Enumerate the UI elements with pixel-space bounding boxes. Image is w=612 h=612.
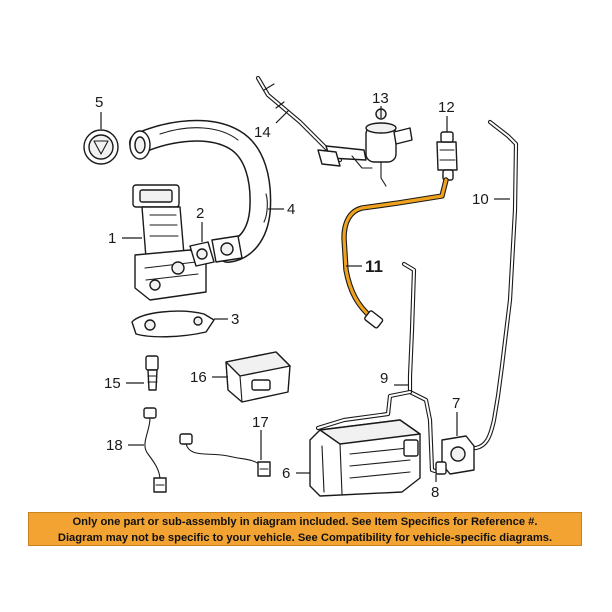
callout-12: 12 [438, 99, 455, 116]
disclaimer-line-2: Diagram may not be specific to your vehi… [57, 532, 553, 544]
part-3-flange-gasket [131, 310, 215, 338]
callout-7: 7 [452, 395, 460, 412]
part-13-solenoid [317, 108, 413, 187]
part-17-oxygen-sensor [179, 433, 271, 477]
part-4-egr-tube [129, 119, 272, 263]
part-2-gasket [189, 241, 215, 267]
part-15-sensor [145, 355, 159, 391]
part-6-canister [309, 419, 421, 497]
callout-10: 10 [472, 191, 489, 208]
callout-1: 1 [108, 230, 116, 247]
callout-17: 17 [252, 414, 269, 431]
callout-9: 9 [380, 370, 388, 387]
part-10-vapor-line [463, 119, 519, 451]
callout-11: 11 [365, 257, 383, 276]
leader-lines [100, 106, 510, 482]
part-5-cap [83, 129, 119, 165]
part-16-module [225, 351, 291, 403]
callouts: 5 1 2 3 4 14 13 12 10 11 9 7 8 6 15 16 1… [95, 90, 489, 501]
disclaimer-banner: Only one part or sub-assembly in diagram… [28, 512, 582, 546]
part-11-hose-highlighted [341, 177, 449, 329]
part-18-oxygen-sensor [143, 407, 167, 493]
leader-14 [275, 109, 290, 124]
disclaimer-line-1: Only one part or sub-assembly in diagram… [72, 516, 538, 528]
part-12-filter [436, 131, 458, 181]
callout-3: 3 [231, 311, 239, 328]
callout-13: 13 [372, 90, 389, 107]
part-7-pump [441, 435, 475, 475]
part-1-egr-valve [132, 184, 207, 301]
callout-4: 4 [287, 201, 295, 218]
callout-8: 8 [431, 484, 439, 501]
callout-16: 16 [190, 369, 207, 386]
callout-14: 14 [254, 124, 271, 141]
part-8-connector [435, 461, 447, 475]
part-9-tube-assembly [315, 261, 441, 475]
callout-5: 5 [95, 94, 103, 111]
callout-18: 18 [106, 437, 123, 454]
callout-6: 6 [282, 465, 290, 482]
callout-15: 15 [104, 375, 121, 392]
callout-2: 2 [196, 205, 204, 222]
